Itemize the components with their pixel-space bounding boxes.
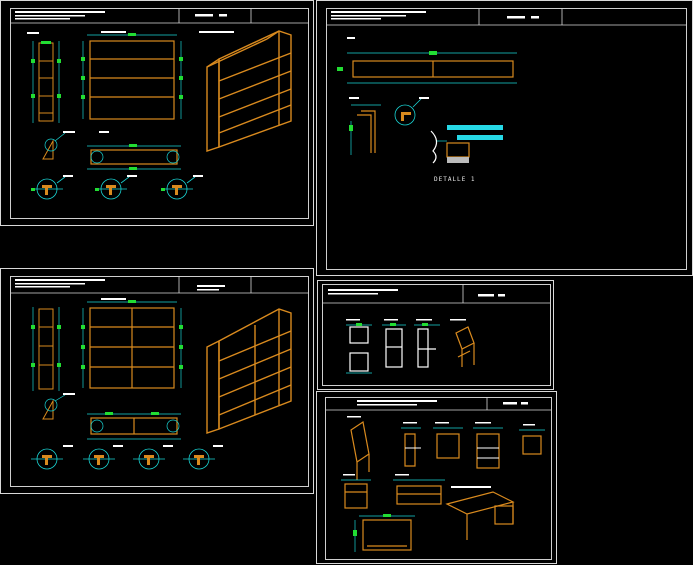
title-block <box>11 8 309 24</box>
sheet-frame <box>10 276 309 487</box>
bookshelf-b-drawing <box>11 276 309 470</box>
front-arrows <box>81 33 183 99</box>
sheet-chairs <box>317 280 554 390</box>
title-text-bars <box>15 11 227 20</box>
chairs-drawing <box>323 284 550 374</box>
detalle-1-label: DETALLE 1 <box>434 176 476 183</box>
bench-drawing <box>327 8 687 164</box>
side-arrows <box>31 41 61 98</box>
sheet-bench: DETALLE 1 <box>316 0 693 276</box>
profile-detail <box>357 110 376 153</box>
plan-view <box>90 149 178 165</box>
title-block <box>327 8 687 26</box>
sheet-bookshelf-a <box>0 0 314 226</box>
side-elevation-label <box>27 32 39 34</box>
sheet-bookshelf-b <box>0 268 314 494</box>
isometric-view <box>206 30 292 152</box>
front-elevation <box>89 40 175 120</box>
sheet-frame <box>10 8 309 219</box>
front-dimensions <box>82 34 182 119</box>
front-elevation-label <box>101 31 126 33</box>
sheet-frame <box>325 397 552 560</box>
side-elevation <box>38 42 54 122</box>
bench-top-view <box>352 60 514 78</box>
sheet-frame <box>322 284 551 386</box>
sheet-frame <box>326 8 687 270</box>
bookshelf-a-drawing <box>11 8 309 200</box>
detalle-1-section <box>430 125 503 164</box>
sheet-desks <box>316 391 557 564</box>
side-dimensions <box>32 41 60 123</box>
desks-drawing <box>326 397 551 552</box>
isometric-label <box>199 31 234 33</box>
